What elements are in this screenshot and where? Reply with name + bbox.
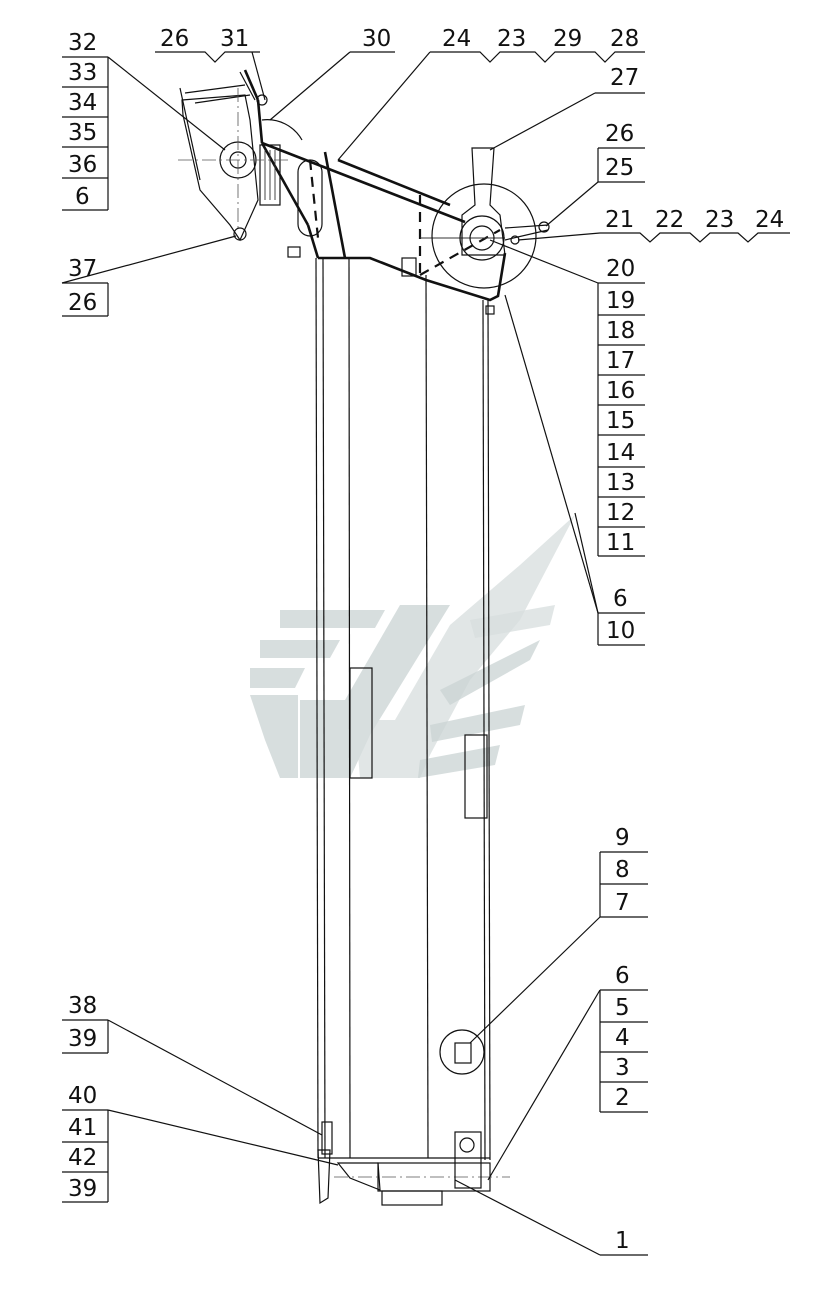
callout-22: 22 bbox=[655, 207, 684, 233]
callout-39-a: 39 bbox=[68, 1026, 97, 1052]
callout-29: 29 bbox=[553, 26, 582, 52]
callout-26-right: 26 bbox=[605, 121, 634, 147]
callout-27: 27 bbox=[610, 65, 639, 91]
callout-34: 34 bbox=[68, 90, 97, 116]
mast-structure bbox=[315, 257, 510, 1206]
callout-20: 20 bbox=[606, 256, 635, 282]
callout-1: 1 bbox=[615, 1228, 630, 1254]
callout-30: 30 bbox=[362, 26, 391, 52]
watermark-logo bbox=[250, 515, 575, 778]
callout-2: 2 bbox=[615, 1085, 630, 1111]
callout-39-b: 39 bbox=[68, 1176, 97, 1202]
callout-21: 21 bbox=[605, 207, 634, 233]
callout-31: 31 bbox=[220, 26, 249, 52]
callout-32: 32 bbox=[68, 30, 97, 56]
callout-41: 41 bbox=[68, 1115, 97, 1141]
callout-26-left: 26 bbox=[68, 290, 97, 316]
callout-24-right: 24 bbox=[755, 207, 784, 233]
callout-6-low: 6 bbox=[615, 963, 630, 989]
callout-3: 3 bbox=[615, 1055, 630, 1081]
callout-24-top: 24 bbox=[442, 26, 471, 52]
mast-head bbox=[178, 69, 550, 315]
callout-40: 40 bbox=[68, 1083, 97, 1109]
callout-7: 7 bbox=[615, 890, 630, 916]
callout-35: 35 bbox=[68, 120, 97, 146]
callout-17: 17 bbox=[606, 348, 635, 374]
callout-19: 19 bbox=[606, 288, 635, 314]
callout-9: 9 bbox=[615, 825, 630, 851]
callout-33: 33 bbox=[68, 60, 97, 86]
callout-36: 36 bbox=[68, 152, 97, 178]
callout-28: 28 bbox=[610, 26, 639, 52]
callout-42: 42 bbox=[68, 1145, 97, 1171]
callout-13: 13 bbox=[606, 470, 635, 496]
callout-38: 38 bbox=[68, 993, 97, 1019]
callout-6-mid: 6 bbox=[613, 586, 628, 612]
callout-5: 5 bbox=[615, 995, 630, 1021]
callout-14: 14 bbox=[606, 440, 635, 466]
callout-6-top: 6 bbox=[75, 184, 90, 210]
callout-8: 8 bbox=[615, 857, 630, 883]
leader-lines bbox=[61, 51, 790, 1256]
callout-23-top: 23 bbox=[497, 26, 526, 52]
callout-37: 37 bbox=[68, 256, 97, 282]
callout-25: 25 bbox=[605, 155, 634, 181]
callout-15: 15 bbox=[606, 408, 635, 434]
callout-10: 10 bbox=[606, 618, 635, 644]
callout-18: 18 bbox=[606, 318, 635, 344]
callout-11: 11 bbox=[606, 530, 635, 556]
callout-4: 4 bbox=[615, 1025, 630, 1051]
callout-labels: 32 33 34 35 36 6 26 31 30 24 23 29 28 27… bbox=[68, 26, 784, 1254]
callout-12: 12 bbox=[606, 500, 635, 526]
callout-26-top: 26 bbox=[160, 26, 189, 52]
callout-23-right: 23 bbox=[705, 207, 734, 233]
callout-16: 16 bbox=[606, 378, 635, 404]
